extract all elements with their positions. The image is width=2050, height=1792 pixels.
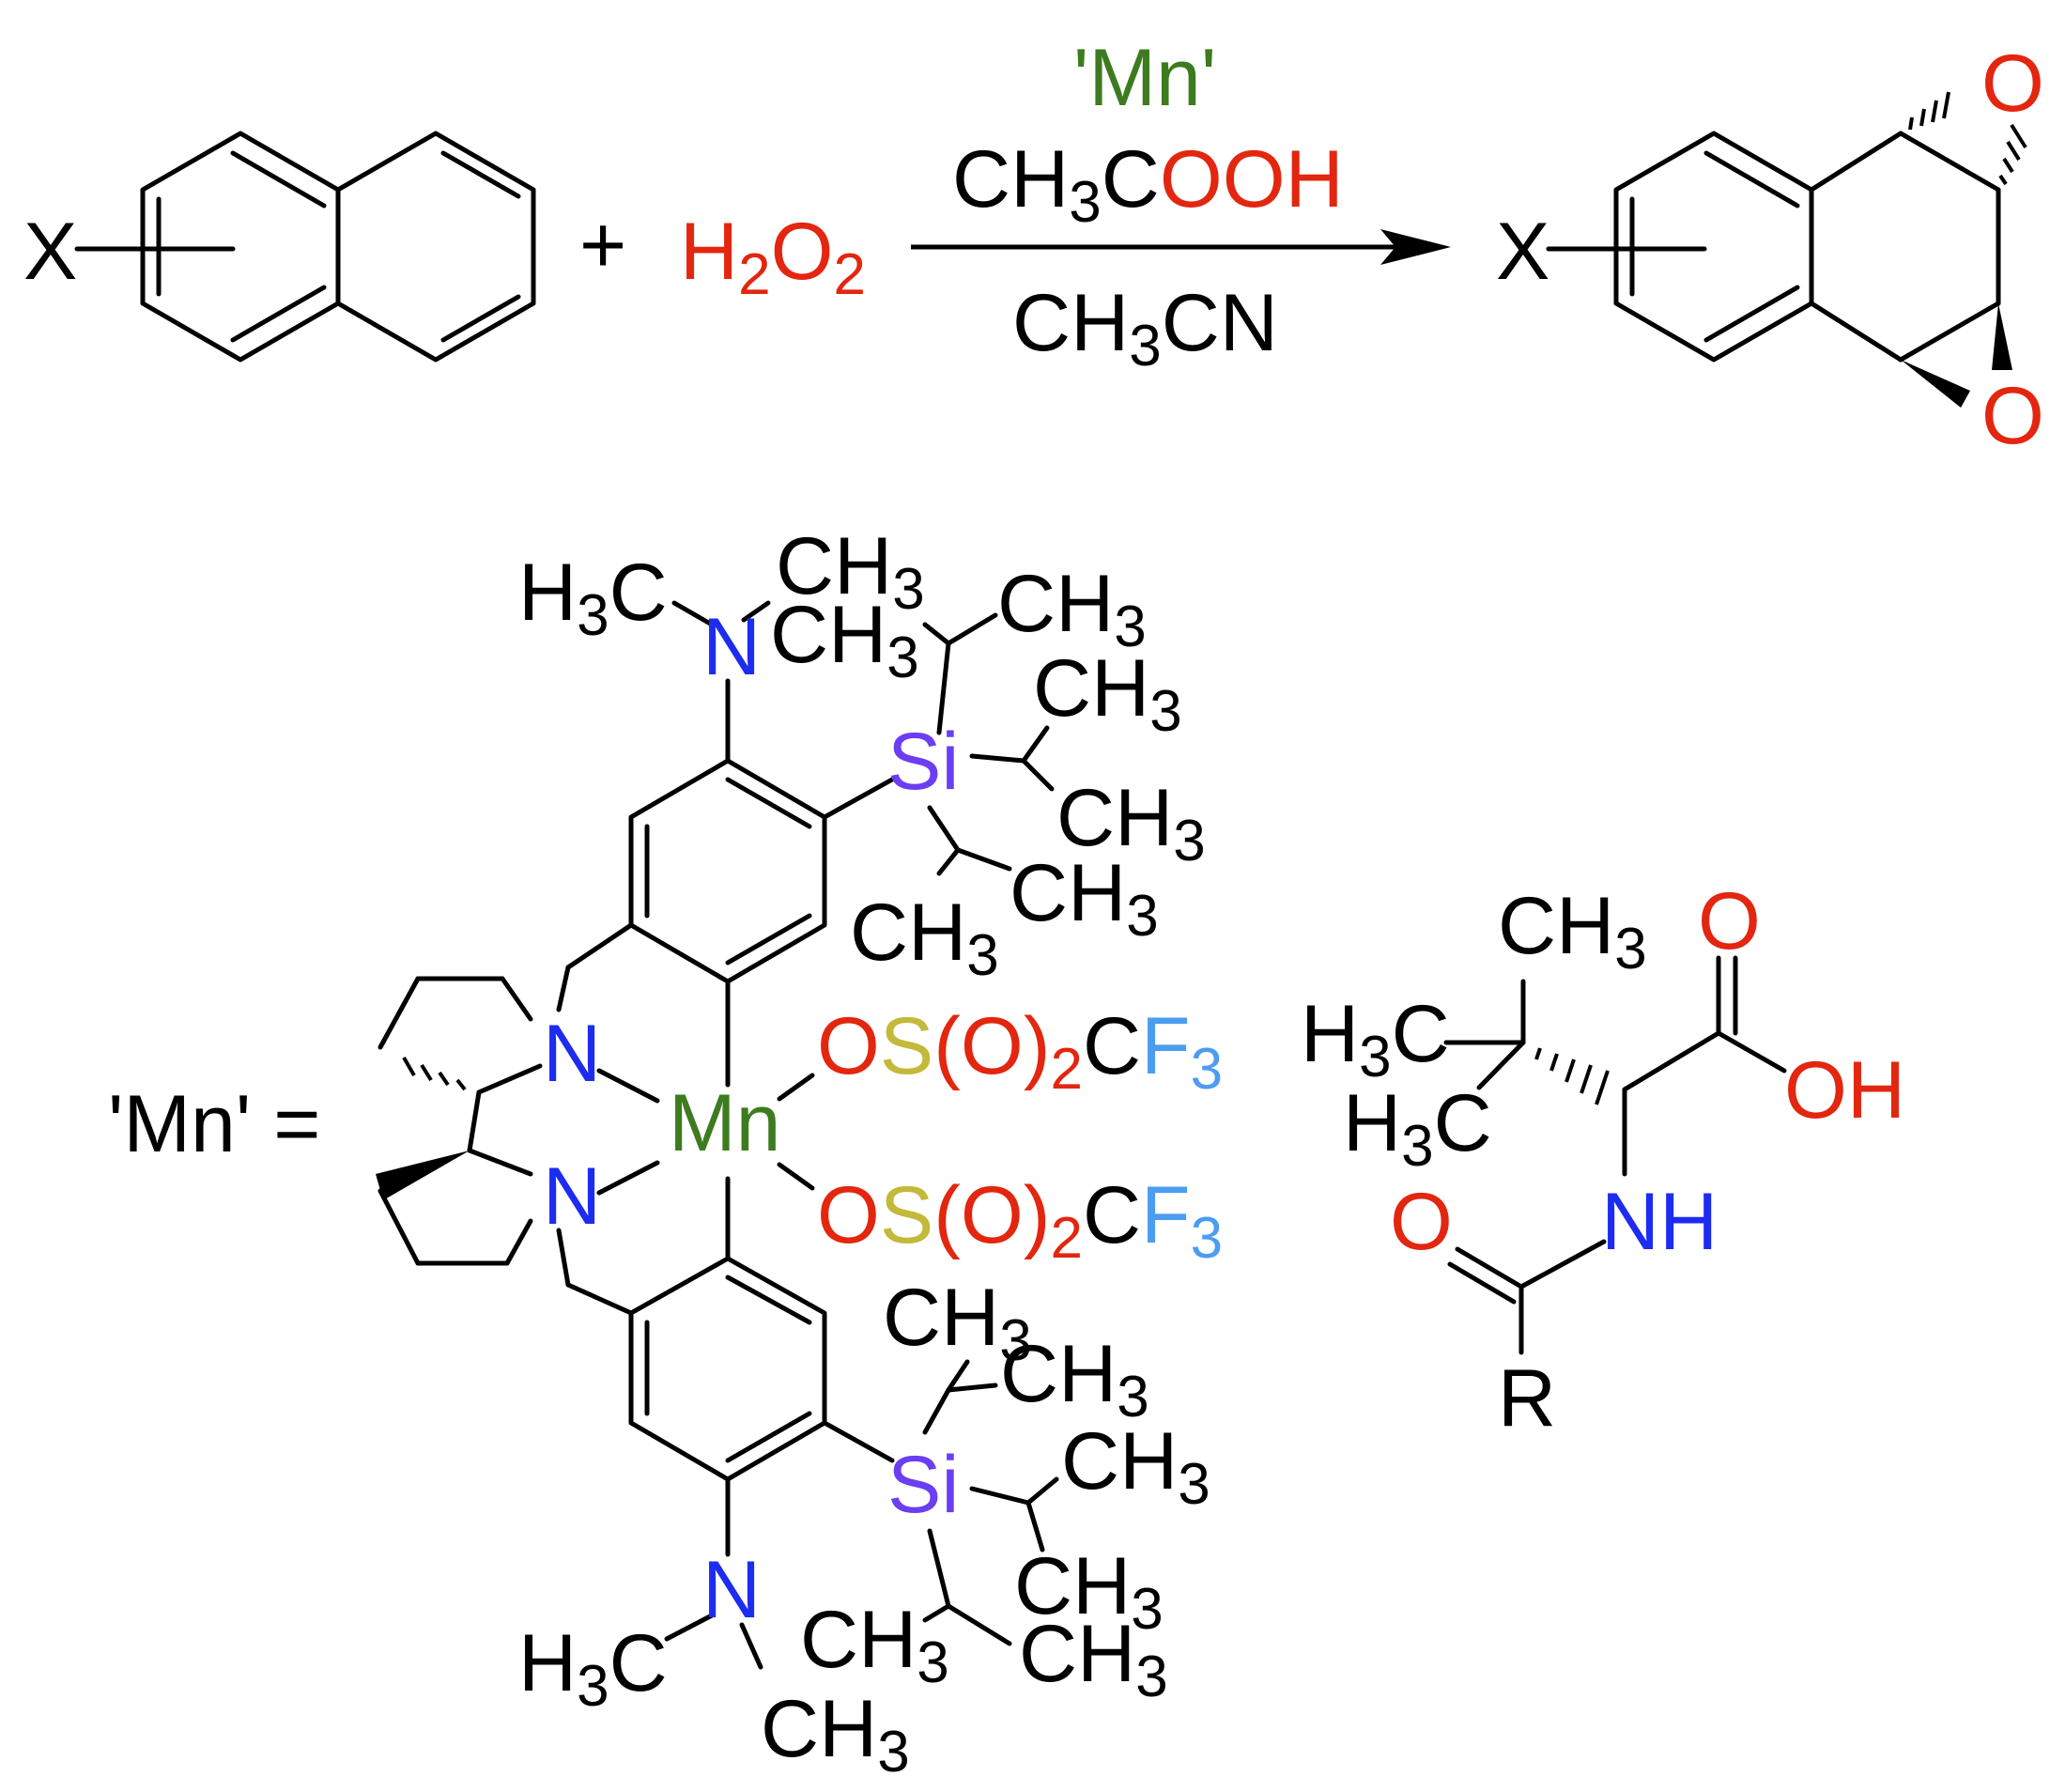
si-bottom-methyl-5: CH3	[1019, 1609, 1168, 1709]
si-top-methyl-1: CH3	[770, 590, 919, 690]
si-top-methyl-2: CH3	[997, 559, 1147, 659]
amide-oxygen-label: O	[1390, 1177, 1453, 1267]
dimethylamino-n-bottom-label: N	[702, 1545, 761, 1635]
triflate-top-label: OS(O)2CF3	[817, 1001, 1223, 1102]
amine-n-bottom-label: N	[543, 1151, 601, 1242]
si-bottom-methyl-2: CH3	[1000, 1329, 1149, 1429]
methyl-left-top-label: H3C	[518, 548, 668, 648]
si-bottom-methyl-6: CH3	[800, 1595, 949, 1695]
naphthalene-structure	[74, 131, 536, 363]
amide-nh-label: NH	[1601, 1177, 1718, 1267]
silicon-bottom-label: Si	[887, 1440, 959, 1530]
si-bottom-methyl-1: CH3	[883, 1273, 1032, 1373]
hydroxyl-label: OH	[1784, 1045, 1905, 1135]
triflate-bottom-label: OS(O)2CF3	[817, 1170, 1223, 1271]
acetic-peracid-label: CH3COOH	[952, 134, 1344, 235]
silicon-top-label: Si	[887, 717, 959, 807]
additive-methyl-left-label: H3C	[1301, 989, 1450, 1089]
si-top-methyl-6: CH3	[850, 888, 999, 988]
additive-methyl-top-label: CH3	[1498, 881, 1647, 981]
si-top-methyl-4: CH3	[1056, 773, 1206, 873]
reaction-arrow	[911, 229, 1451, 265]
si-top-methyl-5: CH3	[1010, 848, 1159, 949]
amino-acid-structure	[1443, 955, 1787, 1355]
manganese-complex-structure	[376, 600, 1059, 1670]
amine-n-top-label: N	[543, 1009, 601, 1099]
epoxide-oxygen-top-label: O	[1981, 39, 2044, 129]
carboxyl-oxygen-label: O	[1698, 876, 1761, 966]
diepoxide-structure	[1546, 91, 2027, 408]
manganese-atom-label: Mn	[669, 1078, 780, 1168]
acetonitrile-label: CH3CN	[1012, 278, 1278, 378]
si-top-methyl-3: CH3	[1033, 643, 1182, 744]
methyl-right-top-label: CH3	[776, 521, 925, 622]
epoxide-oxygen-bottom-label: O	[1981, 371, 2044, 461]
si-bottom-methyl-4: CH3	[1014, 1541, 1164, 1642]
product-substituent-x-label: X	[1496, 207, 1549, 297]
plus-sign: +	[579, 200, 626, 290]
methyl-right-bottom-label: CH3	[761, 1684, 910, 1784]
dimethylamino-n-top-label: N	[702, 602, 761, 692]
hydrogen-peroxide-label: H2O2	[680, 207, 866, 307]
substituent-x-label: X	[23, 207, 77, 297]
methyl-left-bottom-label: H3C	[518, 1618, 668, 1719]
catalyst-label: 'Mn'	[1073, 33, 1216, 123]
r-group-label: R	[1498, 1353, 1556, 1444]
additive-methyl-lower-label: H3C	[1343, 1078, 1492, 1179]
catalyst-definition-label: 'Mn' =	[108, 1079, 320, 1169]
si-bottom-methyl-3: CH3	[1061, 1416, 1210, 1517]
